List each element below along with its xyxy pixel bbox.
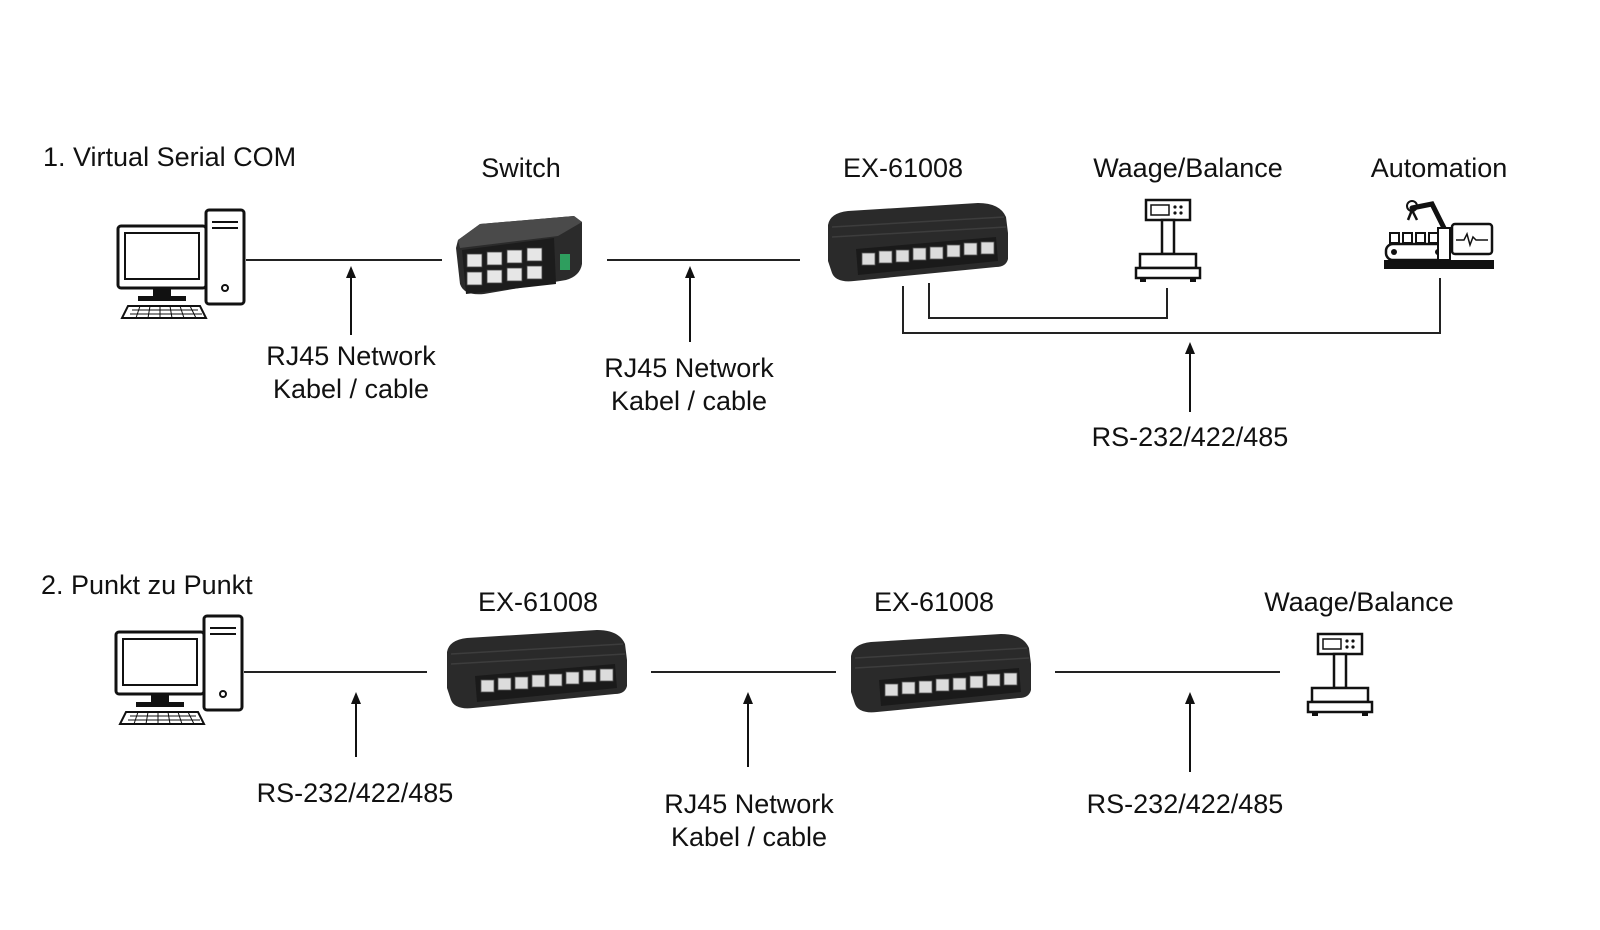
scale-icon — [1134, 198, 1202, 284]
section-heading: 2. Punkt zu Punkt — [41, 570, 253, 600]
ex-61008-device-icon — [850, 633, 1032, 714]
cable-label-line2: Kabel / cable — [272, 374, 430, 404]
arrow-head — [1185, 342, 1195, 354]
automation-label: Automation — [1370, 153, 1508, 183]
switch-label: Switch — [481, 153, 561, 183]
section-heading: 1. Virtual Serial COM — [43, 142, 297, 172]
cable-callout-label: RJ45 Network Kabel / cable — [569, 352, 809, 418]
ex-61008-device-icon — [827, 202, 1009, 283]
cable-label-line1: RJ45 Network — [604, 353, 774, 383]
cable-callout-label: RJ45 Network Kabel / cable — [231, 340, 471, 406]
arrow-head — [685, 266, 695, 278]
arrow-head — [351, 692, 361, 704]
serial-connection-line — [902, 278, 1441, 334]
computer-icon — [114, 614, 244, 726]
automation-robot-icon — [1384, 201, 1494, 269]
serial-callout-label: RS-232/422/485 — [1091, 422, 1289, 452]
arrow-head — [346, 266, 356, 278]
serial-callout-label: RS-232/422/485 — [1086, 789, 1284, 819]
serial-connection-line — [928, 283, 1168, 319]
scale-icon — [1306, 632, 1374, 718]
switch-icon — [455, 215, 583, 295]
ex-61008-device-icon — [446, 629, 628, 710]
arrow-head — [743, 692, 753, 704]
ex-61008-label: EX-61008 — [873, 587, 995, 617]
ex-61008-label: EX-61008 — [477, 587, 599, 617]
ex-61008-label: EX-61008 — [842, 153, 964, 183]
cable-callout-label: RJ45 Network Kabel / cable — [629, 788, 869, 854]
cable-label-line1: RJ45 Network — [664, 789, 834, 819]
serial-callout-label: RS-232/422/485 — [256, 778, 454, 808]
cable-label-line2: Kabel / cable — [610, 386, 768, 416]
balance-label: Waage/Balance — [1264, 587, 1454, 617]
cable-label-line2: Kabel / cable — [670, 822, 828, 852]
computer-icon — [116, 208, 246, 320]
arrow-head — [1185, 692, 1195, 704]
cable-label-line1: RJ45 Network — [266, 341, 436, 371]
balance-label: Waage/Balance — [1093, 153, 1283, 183]
